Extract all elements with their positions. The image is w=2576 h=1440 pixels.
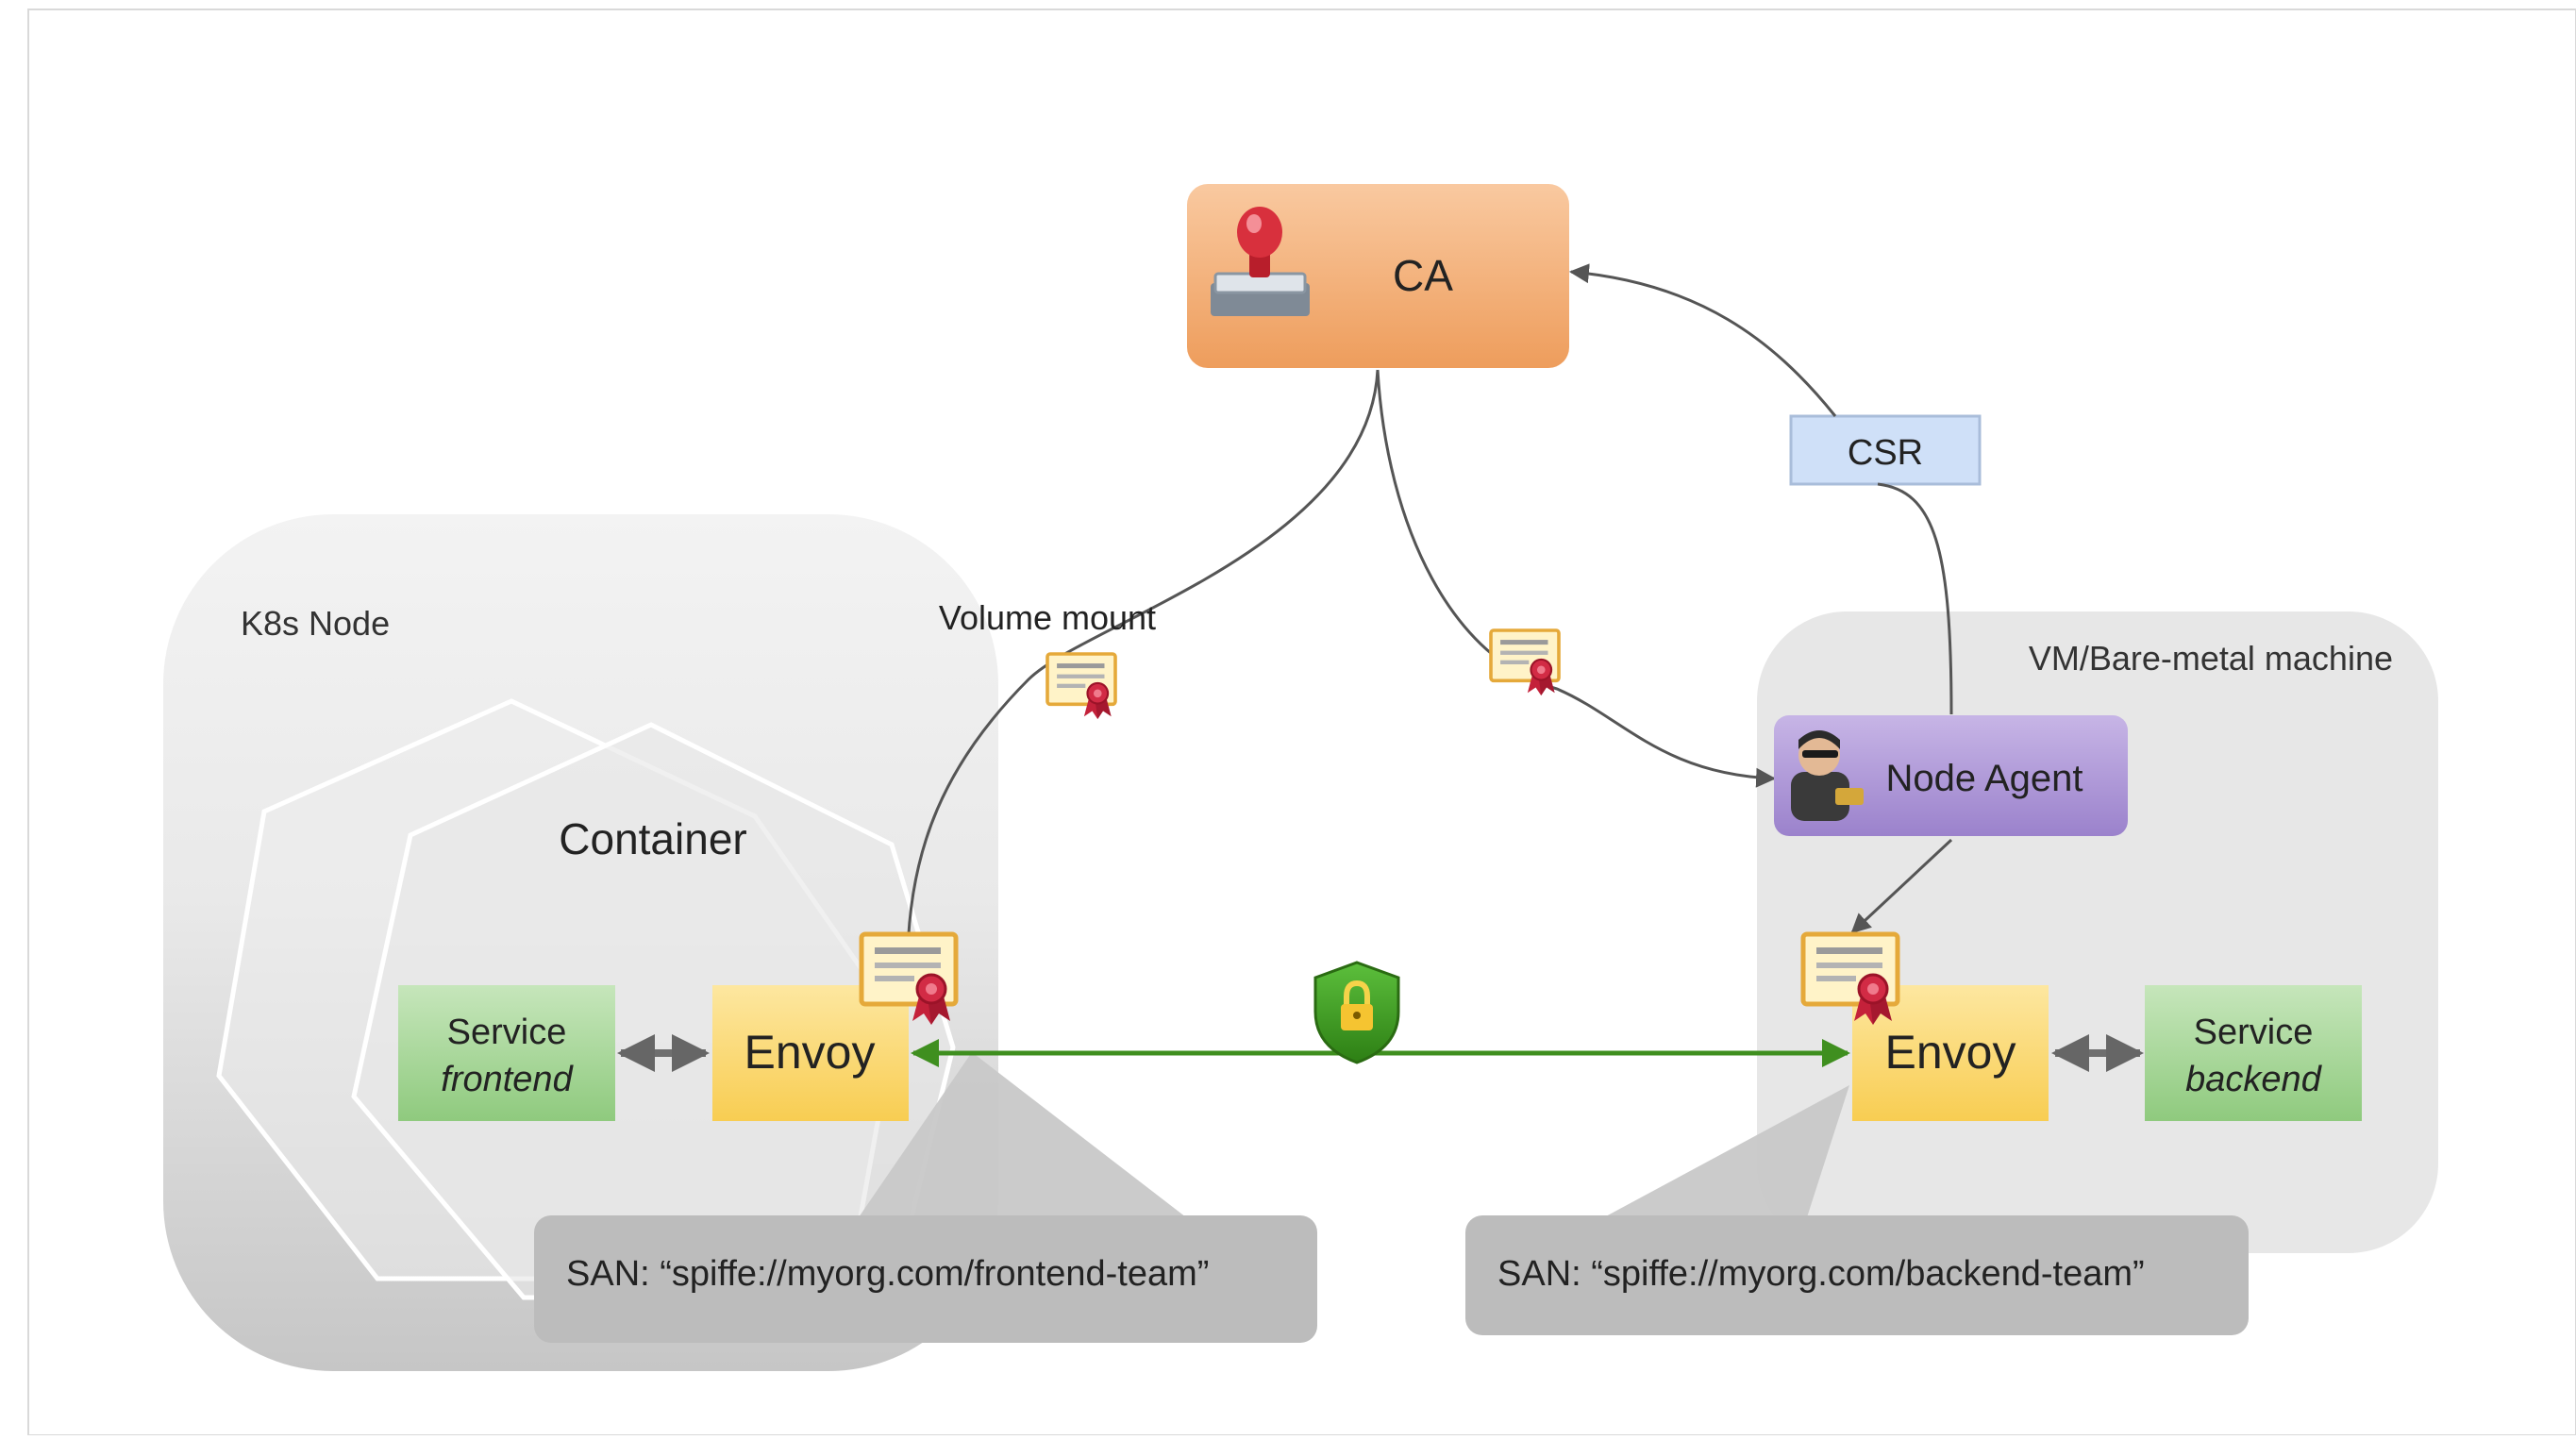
csr-box (1789, 414, 1982, 486)
ca-box (1187, 184, 1569, 368)
lock-shield-icon (1313, 961, 1400, 1064)
service-frontend-box (398, 985, 615, 1121)
node-agent-label: Node Agent (1885, 758, 2083, 799)
volume-mount-label: Volume mount (939, 598, 1156, 637)
service-backend-name: backend (2185, 1060, 2323, 1099)
san-text-frontend: SAN: “spiffe://myorg.com/frontend-team” (566, 1254, 1209, 1294)
csr-label: CSR (1848, 433, 1923, 473)
node-agent-to-envoy-arrow (1850, 838, 1953, 934)
envoy-backend-label: Envoy (1885, 1026, 2016, 1079)
csr-to-ca-arrow (1568, 263, 1837, 417)
stamp-icon (1211, 207, 1310, 316)
service-backend-label: Service (2194, 1013, 2314, 1052)
envoy-frontend-box (712, 985, 909, 1121)
san-box-backend (1465, 1215, 2249, 1335)
service-backend-box (2145, 985, 2362, 1121)
service-frontend-label: Service (447, 1013, 567, 1052)
service-frontend-name: frontend (441, 1060, 574, 1099)
csr-lower-connector (1877, 482, 1953, 715)
node-agent-box (1774, 715, 2128, 836)
san-callout-wedge-right (1604, 1085, 1849, 1217)
agent-icon (1791, 730, 1864, 821)
k8s-node-label: K8s Node (241, 604, 390, 643)
vm-machine-label: VM/Bare-metal machine (2029, 639, 2393, 678)
san-box-frontend (534, 1215, 1317, 1343)
ca-label: CA (1393, 251, 1453, 300)
san-callout-wedge-left (859, 1052, 1198, 1227)
san-text-backend: SAN: “spiffe://myorg.com/backend-team” (1497, 1254, 2145, 1294)
envoy-frontend-label: Envoy (744, 1026, 876, 1079)
container-label: Container (559, 814, 746, 863)
